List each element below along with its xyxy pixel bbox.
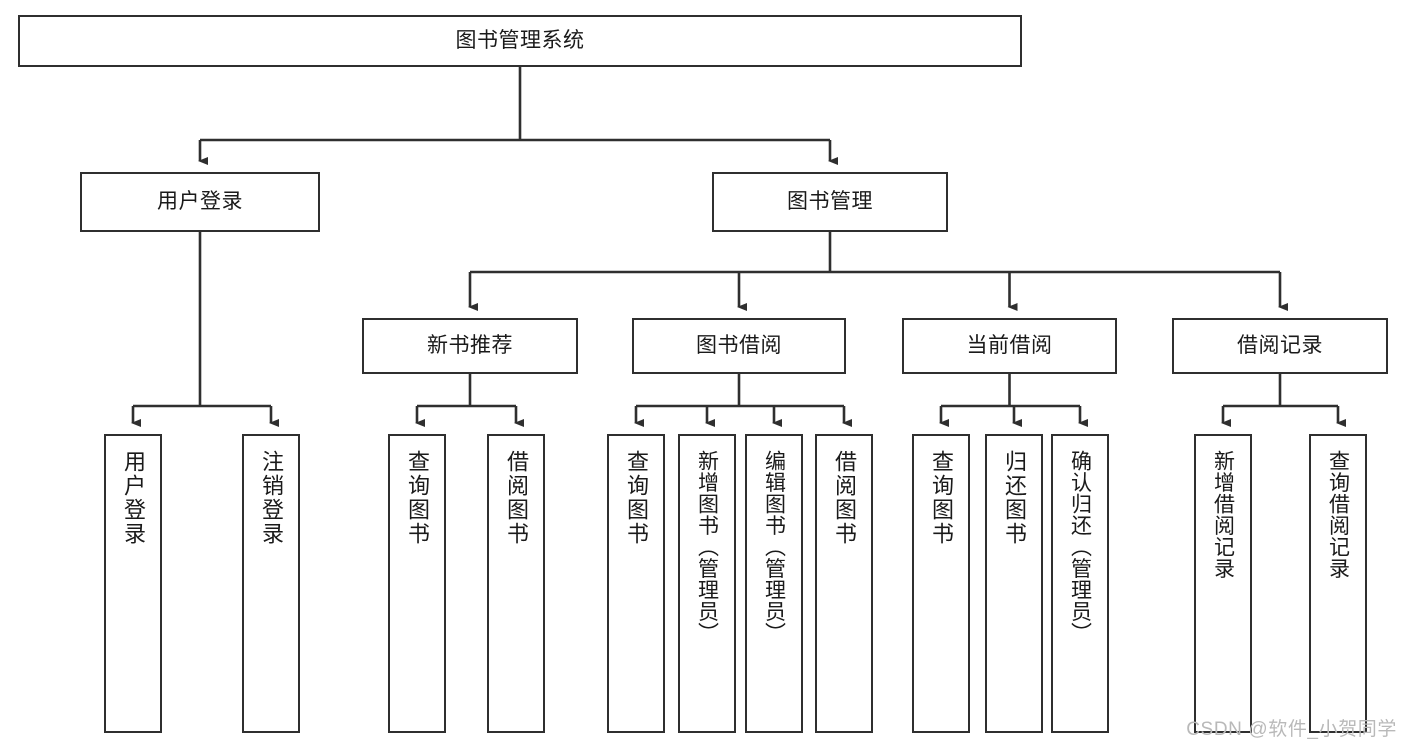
node-label: 新书推荐	[427, 334, 513, 358]
node-book_manage[interactable]: 图书管理	[712, 172, 948, 232]
node-label: 用户登录	[157, 190, 243, 214]
node-label: 编辑图书（管理员）	[762, 450, 786, 644]
node-label: 查询图书	[405, 450, 430, 546]
node-leaf_q_book_3[interactable]: 查询图书	[912, 434, 970, 733]
node-label: 用户登录	[121, 450, 146, 546]
node-label: 归还图书	[1002, 450, 1027, 546]
node-book_borrow[interactable]: 图书借阅	[632, 318, 846, 374]
node-label: 借阅记录	[1237, 334, 1323, 358]
node-label: 新增图书（管理员）	[695, 450, 719, 644]
node-label: 确认归还（管理员）	[1068, 450, 1092, 644]
node-leaf_login[interactable]: 用户登录	[104, 434, 162, 733]
node-leaf_q_rec[interactable]: 查询借阅记录	[1309, 434, 1367, 733]
node-leaf_add_book[interactable]: 新增图书（管理员）	[678, 434, 736, 733]
node-leaf_q_book_2[interactable]: 查询图书	[607, 434, 665, 733]
node-new_book_rec[interactable]: 新书推荐	[362, 318, 578, 374]
node-label: 图书管理	[787, 190, 873, 214]
node-label: 借阅图书	[504, 450, 529, 546]
node-label: 借阅图书	[832, 450, 857, 546]
node-leaf_logout[interactable]: 注销登录	[242, 434, 300, 733]
node-label: 新增借阅记录	[1211, 450, 1235, 579]
node-leaf_b_book_2[interactable]: 借阅图书	[815, 434, 873, 733]
node-label: 当前借阅	[966, 334, 1053, 358]
node-leaf_b_book_1[interactable]: 借阅图书	[487, 434, 545, 733]
node-label: 查询图书	[624, 450, 649, 546]
node-leaf_q_book_1[interactable]: 查询图书	[388, 434, 446, 733]
node-label: 查询图书	[929, 450, 954, 546]
node-label: 查询借阅记录	[1326, 450, 1350, 579]
node-leaf_add_rec[interactable]: 新增借阅记录	[1194, 434, 1252, 733]
node-user_login[interactable]: 用户登录	[80, 172, 320, 232]
node-root[interactable]: 图书管理系统	[18, 15, 1022, 67]
node-borrow_record[interactable]: 借阅记录	[1172, 318, 1388, 374]
node-label: 注销登录	[259, 450, 284, 546]
node-label: 图书借阅	[696, 334, 782, 358]
node-label: 图书管理系统	[455, 29, 585, 53]
node-leaf_return[interactable]: 归还图书	[985, 434, 1043, 733]
node-current_borrow[interactable]: 当前借阅	[902, 318, 1117, 374]
node-leaf_confirm[interactable]: 确认归还（管理员）	[1051, 434, 1109, 733]
node-leaf_edit_book[interactable]: 编辑图书（管理员）	[745, 434, 803, 733]
